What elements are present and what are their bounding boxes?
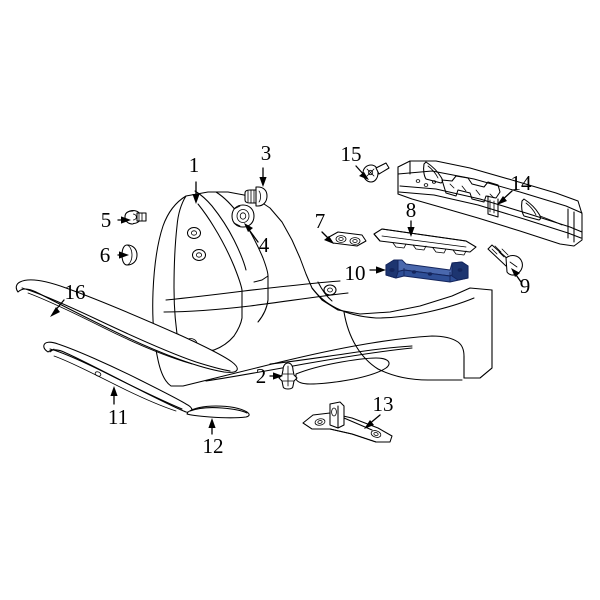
leader-14 [497,190,513,205]
callout-label-9: 9 [520,274,531,298]
leader-8 [407,220,415,237]
leader-7 [321,231,334,244]
callout-label-11: 11 [108,405,128,429]
part-nut-plate[interactable] [328,231,367,247]
part-mounting-bracket[interactable] [302,401,393,443]
leader-6 [117,251,129,259]
callout-label-4: 4 [259,233,270,257]
part-lower-molding-insert[interactable] [186,405,250,419]
part-bumper-cover[interactable] [152,190,493,387]
part-tapping-screw[interactable] [487,244,523,276]
callout-label-1: 1 [189,153,200,177]
leader-10 [369,266,386,274]
leader-9 [511,268,522,283]
part-lower-molding-left[interactable] [43,341,193,413]
callout-label-13: 13 [373,392,394,416]
callout-label-12: 12 [203,434,224,458]
callout-label-15: 15 [341,142,362,166]
leader-1 [192,181,200,204]
leader-11 [110,386,118,405]
callout-label-16: 16 [65,280,86,304]
leader-12 [208,418,216,435]
part-absorber-strip[interactable] [373,228,477,256]
part-retainer-clip[interactable] [278,362,298,390]
part-bolt-upper[interactable] [244,186,268,207]
callout-label-6: 6 [100,243,111,267]
part-bumper-reinforcement-bar[interactable] [397,160,583,247]
leader-2 [269,372,283,380]
part-flange-nut[interactable] [231,204,255,228]
part-bumper-impact-bar-bracket[interactable] [385,259,469,283]
leader-13 [364,414,381,429]
callout-label-2: 2 [256,364,267,388]
callout-label-3: 3 [261,141,272,165]
leader-5 [117,216,131,224]
callout-label-10: 10 [345,261,366,285]
part-screw-grommet[interactable] [124,209,147,225]
leader-16 [50,299,65,317]
part-upper-molding[interactable] [15,279,238,373]
leader-4 [244,223,259,243]
callout-label-7: 7 [315,209,326,233]
callout-label-8: 8 [406,198,417,222]
callout-label-14: 14 [511,171,533,195]
leader-15 [355,165,369,180]
part-hole-cap[interactable] [121,244,138,266]
callout-label-5: 5 [101,208,112,232]
leader-3 [259,167,267,187]
